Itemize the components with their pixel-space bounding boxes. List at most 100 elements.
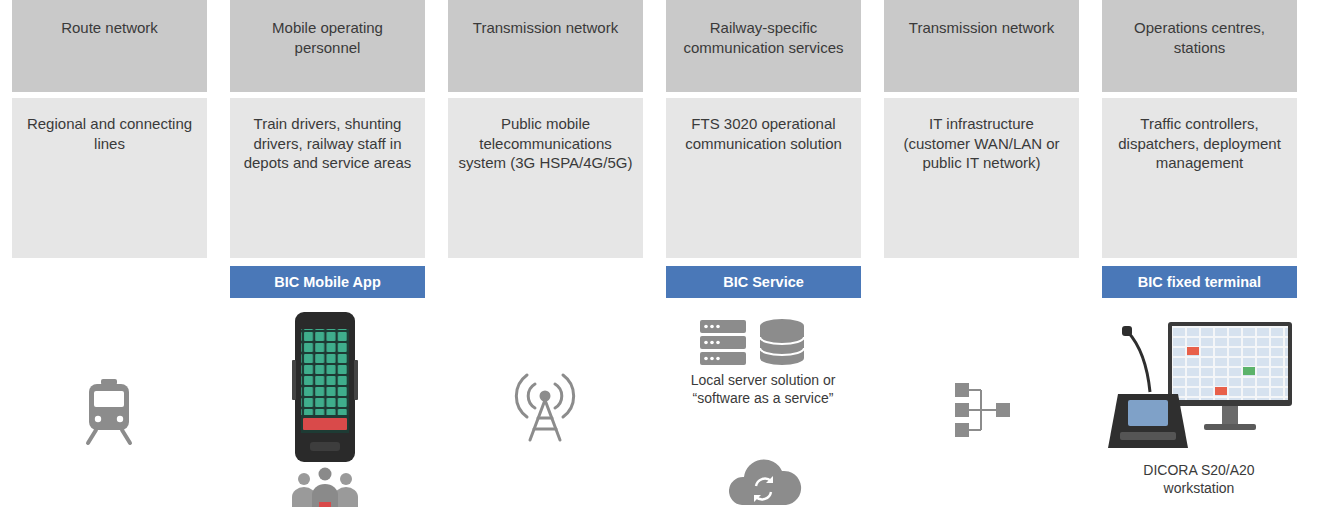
server-icon: [716, 341, 720, 345]
antenna-icon: [516, 375, 527, 417]
workstation-picture: [1108, 394, 1188, 448]
network-icon: [955, 383, 969, 397]
network-icon: [996, 403, 1010, 417]
mobile-device: [310, 442, 340, 451]
antenna-icon: [516, 375, 573, 440]
node-text: Route network: [22, 18, 197, 38]
train-icon: [117, 416, 123, 422]
header-box: Transmission network: [448, 0, 643, 92]
description-box: IT infrastructure (customer WAN/LAN or p…: [884, 98, 1079, 258]
cloud-icon: [754, 495, 761, 502]
train-icon: [95, 416, 101, 422]
cloud-icon: [729, 459, 801, 505]
workstation-picture: [1172, 326, 1288, 400]
network-icon: [955, 383, 1010, 437]
train-icon: [122, 430, 130, 443]
workstation-picture: [1120, 432, 1176, 440]
network-icon: [955, 423, 969, 437]
server-icon: [716, 357, 720, 361]
train-icon: [94, 391, 124, 407]
node-text: IT infrastructure (customer WAN/LAN or p…: [894, 114, 1069, 173]
workstation-picture: [1243, 367, 1255, 375]
antenna-icon: [528, 384, 535, 408]
node-text: Traffic controllers, dispatchers, deploy…: [1112, 114, 1287, 173]
node-text: BIC fixed terminal: [1112, 273, 1287, 292]
people-icon: [312, 484, 338, 507]
description-box: Regional and connecting lines: [12, 98, 207, 258]
workstation-picture: [1168, 322, 1292, 406]
header-box: Transmission network: [884, 0, 1079, 92]
people-icon: [340, 473, 352, 485]
workstation-picture: [1172, 326, 1288, 400]
mobile-device: [292, 312, 358, 462]
node-text: BIC Service: [676, 273, 851, 292]
network-icon: [969, 429, 981, 431]
cloud-icon: [729, 459, 801, 505]
workstation-picture: [1128, 400, 1168, 426]
workstation-picture: [1122, 326, 1132, 336]
mobile-device: [301, 329, 349, 415]
mobile-device: [292, 360, 296, 400]
description-box: Train drivers, shunting drivers, railway…: [230, 98, 425, 258]
server-icon: [704, 357, 708, 361]
antenna-icon: [555, 384, 562, 408]
header-box: Route network: [12, 0, 207, 92]
server-icon: [716, 325, 720, 329]
node-text: Regional and connecting lines: [22, 114, 197, 153]
node-text: FTS 3020 operational communication solut…: [676, 114, 851, 153]
description-box: Traffic controllers, dispatchers, deploy…: [1102, 98, 1297, 258]
workstation-picture: [1187, 347, 1199, 355]
network-icon: [969, 389, 981, 391]
node-text: Transmission network: [458, 18, 633, 38]
database-icon: [760, 348, 804, 355]
people-icon: [298, 473, 310, 485]
caption-label: Local server solution or “software as a …: [663, 371, 863, 407]
server-icon: [710, 325, 714, 329]
product-bar: BIC Mobile App: [230, 266, 425, 298]
node-text: BIC Mobile App: [240, 273, 415, 292]
people-icon: [319, 468, 332, 481]
workstation-picture: [1204, 424, 1256, 430]
node-text: Mobile operating personnel: [240, 18, 415, 57]
node-text: Operations centres, stations: [1112, 18, 1287, 57]
server-icon: [704, 325, 708, 329]
network-icon: [969, 390, 996, 430]
server-icon: [710, 357, 714, 361]
train-icon: [88, 430, 96, 443]
network-icon: [969, 409, 996, 411]
node-text: Railway-specific communication services: [676, 18, 851, 57]
workstation-picture: [1108, 322, 1292, 448]
database-icon: [760, 319, 804, 365]
train-icon: [89, 384, 129, 430]
header-box: Railway-specific communication services: [666, 0, 861, 92]
workstation-picture: [1222, 406, 1238, 426]
network-icon: [980, 390, 982, 430]
header-box: Operations centres, stations: [1102, 0, 1297, 92]
cloud-icon: [766, 476, 773, 483]
server-icon: [700, 352, 746, 365]
antenna-icon: [534, 428, 556, 431]
database-icon: [760, 337, 804, 344]
mobile-device: [301, 329, 349, 433]
train-icon: [101, 379, 117, 385]
antenna-icon: [563, 375, 574, 417]
server-icon: [700, 320, 746, 333]
product-bar: BIC fixed terminal: [1102, 266, 1297, 298]
node-text: Public mobile telecommunications system …: [458, 114, 633, 173]
workstation-picture: [1128, 332, 1150, 392]
description-box: FTS 3020 operational communication solut…: [666, 98, 861, 258]
network-icon: [955, 403, 969, 417]
server-icon: [700, 320, 746, 365]
mobile-device: [295, 312, 355, 462]
node-text: Train drivers, shunting drivers, railway…: [240, 114, 415, 173]
product-bar: BIC Service: [666, 266, 861, 298]
node-text: Transmission network: [894, 18, 1069, 38]
people-icon: [319, 502, 331, 507]
caption-label: DICORA S20/A20 workstation: [1129, 461, 1269, 497]
train-icon: [88, 379, 130, 443]
people-icon: [292, 468, 358, 508]
mobile-device: [303, 418, 347, 430]
header-box: Mobile operating personnel: [230, 0, 425, 92]
